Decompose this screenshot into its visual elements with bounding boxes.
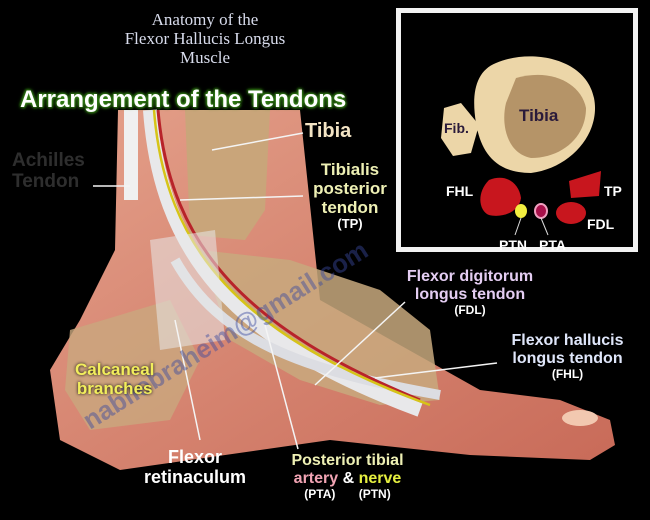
- inset-label-pta: PTA: [539, 237, 566, 253]
- pta-dot: [534, 203, 548, 219]
- foot-bones: [200, 250, 440, 405]
- cross-section: [441, 56, 601, 236]
- section-heading: Arrangement of the Tendons: [20, 86, 347, 113]
- cross-section-inset: Fib. Tibia FHL TP FDL PTN PTA: [396, 8, 638, 253]
- retinaculum: [150, 230, 225, 350]
- fdl-muscle: [556, 202, 586, 224]
- pta-leader: [540, 217, 549, 236]
- title-line: Muscle: [179, 48, 231, 68]
- fibula-section: [441, 103, 479, 156]
- fhl-muscle: [480, 177, 521, 216]
- tp-muscle: [569, 171, 601, 198]
- big-toe-nail: [562, 410, 598, 426]
- inset-label-tibia: Tibia: [519, 106, 559, 125]
- page-title: Anatomy of the Flexor Hallucis Longus Mu…: [95, 10, 315, 67]
- leader-lines: [93, 132, 498, 450]
- inset-label-ptn: PTN: [499, 237, 527, 253]
- ptn-dot: [515, 204, 527, 218]
- tibia-marrow: [504, 74, 586, 158]
- title-line: Anatomy of the: [151, 10, 259, 29]
- tibia-bone: [185, 110, 270, 240]
- ptn-leader: [514, 217, 522, 236]
- label-tibia: Tibia: [305, 120, 352, 142]
- nerve-line: [152, 109, 431, 407]
- inset-label-fdl: FDL: [587, 216, 615, 232]
- inset-label-fib: Fib.: [444, 120, 469, 136]
- title-line: Flexor Hallucis Longus: [124, 29, 286, 49]
- inset-label-tp: TP: [604, 183, 622, 199]
- label-posterior-tibial: Posterior tibial artery & nerve (PTA) (P…: [291, 452, 404, 501]
- artery-line: [156, 109, 421, 402]
- inset-label-fhl: FHL: [446, 183, 474, 199]
- achilles-tendon: [124, 110, 138, 200]
